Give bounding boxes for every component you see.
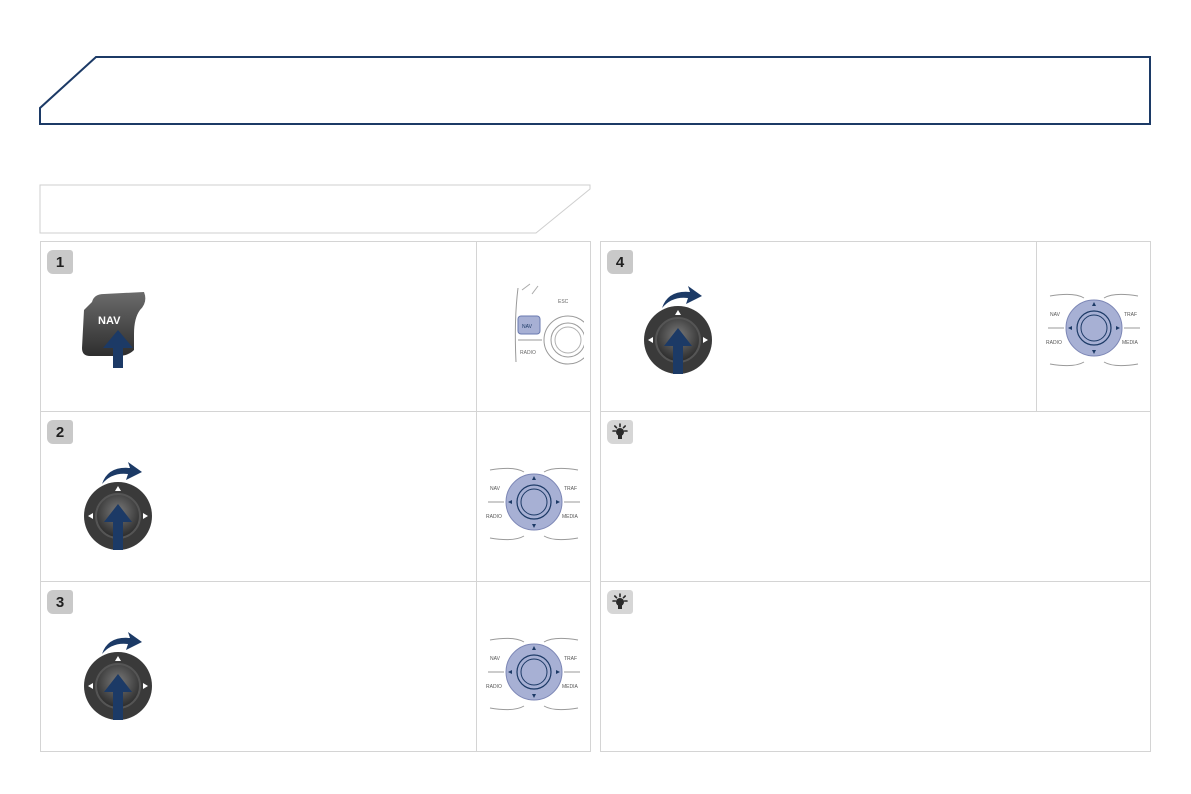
nav-button-label: NAV [98, 315, 121, 327]
thumb-radio-label: RADIO [1046, 340, 1062, 346]
thumb-nav-label: NAV [490, 656, 501, 662]
knob-panel-thumbnail: NAV TRAF RADIO MEDIA [1046, 293, 1140, 367]
thumb-nav-label: NAV [490, 486, 501, 492]
right-panel-row-divider-1 [600, 411, 1151, 412]
tip-badge-1 [607, 420, 633, 444]
thumb-nav-label: NAV [522, 324, 533, 330]
thumb-esc-label: ESC [558, 299, 569, 305]
section-title-box [39, 184, 591, 234]
tip-badge-2 [607, 590, 633, 614]
rotary-knob-illustration [84, 462, 152, 550]
left-panel-thumb-divider [476, 241, 477, 752]
step-badge-4: 4 [607, 250, 633, 274]
step-number: 3 [55, 593, 65, 611]
knob-panel-thumbnail: NAV TRAF RADIO MEDIA [486, 637, 580, 711]
rotary-knob-illustration [644, 286, 712, 374]
right-panel-row-divider-2 [600, 581, 1151, 582]
thumb-media-label: MEDIA [562, 684, 579, 690]
step-number: 2 [55, 423, 65, 441]
rotate-arrow [102, 462, 142, 484]
right-steps-panel [600, 241, 1151, 752]
thumb-traf-label: TRAF [564, 656, 577, 662]
thumb-media-label: MEDIA [1122, 340, 1139, 346]
step-number: 1 [55, 253, 65, 271]
left-panel-row-divider-1 [40, 411, 591, 412]
rotary-knob-illustration [84, 632, 152, 720]
lightbulb-icon [612, 423, 628, 439]
thumb-radio-label: RADIO [486, 684, 502, 690]
thumb-radio-label: RADIO [520, 350, 536, 356]
knob-panel-thumbnail: NAV TRAF RADIO MEDIA [486, 467, 580, 541]
thumb-nav-label: NAV [1050, 312, 1061, 318]
header-banner [39, 56, 1151, 125]
step-badge-1: 1 [47, 250, 73, 274]
left-steps-panel [40, 241, 591, 752]
thumb-radio-label: RADIO [486, 514, 502, 520]
thumb-traf-label: TRAF [564, 486, 577, 492]
lightbulb-icon [612, 593, 628, 609]
thumb-traf-label: TRAF [1124, 312, 1137, 318]
step-badge-3: 3 [47, 590, 73, 614]
thumb-media-label: MEDIA [562, 514, 579, 520]
nav-button-press-illustration: NAV [82, 292, 146, 368]
step-badge-2: 2 [47, 420, 73, 444]
step-number: 4 [615, 253, 625, 271]
right-panel-thumb-divider [1036, 241, 1037, 411]
left-panel-row-divider-2 [40, 581, 591, 582]
nav-panel-thumbnail: NAV ESC RADIO [514, 283, 584, 365]
